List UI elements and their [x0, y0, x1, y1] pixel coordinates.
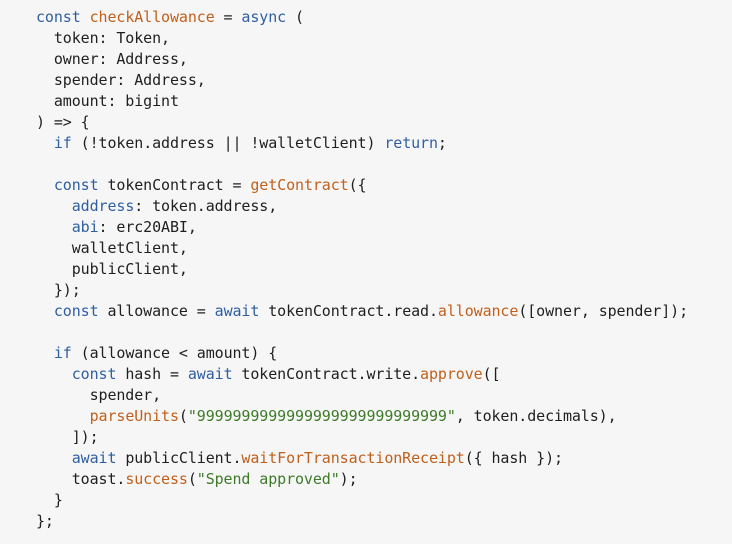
- code-token: ]);: [36, 428, 99, 446]
- code-line: ]);: [36, 427, 732, 448]
- code-token: );: [339, 470, 358, 488]
- code-token: }: [36, 491, 63, 509]
- code-line: }: [36, 490, 732, 511]
- code-token: approve: [420, 365, 483, 383]
- code-line: [36, 154, 732, 175]
- code-token: return: [384, 134, 438, 152]
- code-token: await: [187, 365, 233, 383]
- code-token: const: [71, 365, 117, 383]
- code-token: [36, 197, 72, 215]
- code-token: [36, 407, 90, 425]
- code-token: waitForTransactionReceipt: [241, 449, 465, 467]
- code-line: });: [36, 280, 732, 301]
- code-token: ) => {: [36, 113, 90, 131]
- code-token: (: [187, 470, 197, 488]
- code-token: ;: [437, 134, 447, 152]
- code-line: [36, 322, 732, 343]
- code-token: (!token.address || !walletClient): [71, 134, 385, 152]
- code-line: const allowance = await tokenContract.re…: [36, 301, 732, 322]
- code-token: allowance: [437, 302, 519, 320]
- code-line: parseUnits("9999999999999999999999999999…: [36, 406, 732, 427]
- code-token: walletClient,: [36, 239, 188, 257]
- code-line: if (!token.address || !walletClient) ret…: [36, 133, 732, 154]
- code-token: (: [178, 407, 188, 425]
- code-token: async: [241, 8, 287, 26]
- code-token: await: [214, 302, 260, 320]
- code-line: publicClient,: [36, 259, 732, 280]
- code-line: walletClient,: [36, 238, 732, 259]
- code-token: : token.address,: [134, 197, 278, 215]
- code-token: };: [36, 512, 54, 530]
- code-line: spender,: [36, 385, 732, 406]
- code-token: tokenContract =: [98, 176, 251, 194]
- code-line: abi: erc20ABI,: [36, 217, 732, 238]
- code-token: if: [53, 344, 72, 362]
- code-token: token: Token,: [36, 29, 170, 47]
- code-line: const tokenContract = getContract({: [36, 175, 732, 196]
- code-token: address: [71, 197, 135, 215]
- code-token: const: [53, 176, 99, 194]
- code-token: ([owner, spender]);: [518, 302, 688, 320]
- code-token: hash =: [116, 365, 188, 383]
- code-token: amount: bigint: [36, 92, 179, 110]
- code-line: spender: Address,: [36, 70, 732, 91]
- code-line: await publicClient.waitForTransactionRec…: [36, 448, 732, 469]
- code-token: [36, 134, 54, 152]
- code-token: , token.decimals),: [455, 407, 617, 425]
- code-token: "9999999999999999999999999999": [187, 407, 456, 425]
- code-line: address: token.address,: [36, 196, 732, 217]
- code-token: owner: Address,: [36, 50, 188, 68]
- code-line: amount: bigint: [36, 91, 732, 112]
- code-token: ([: [482, 365, 501, 383]
- code-token: tokenContract.read.: [259, 302, 438, 320]
- code-token: [36, 218, 72, 236]
- code-token: [36, 176, 54, 194]
- code-token: publicClient,: [36, 260, 188, 278]
- code-token: success: [125, 470, 188, 488]
- code-token: allowance =: [98, 302, 215, 320]
- code-line: toast.success("Spend approved");: [36, 469, 732, 490]
- code-token: publicClient.: [116, 449, 242, 467]
- code-line: token: Token,: [36, 28, 732, 49]
- code-line: ) => {: [36, 112, 732, 133]
- code-token: ({: [348, 176, 367, 194]
- code-token: : erc20ABI,: [98, 218, 197, 236]
- code-line: const checkAllowance = async (: [36, 7, 732, 28]
- code-token: (allowance < amount) {: [71, 344, 278, 362]
- code-token: parseUnits: [89, 407, 179, 425]
- code-line: if (allowance < amount) {: [36, 343, 732, 364]
- code-token: (: [286, 8, 304, 26]
- code-token: await: [71, 449, 117, 467]
- code-token: abi: [71, 218, 99, 236]
- code-token: const: [36, 8, 90, 26]
- code-token: [36, 449, 72, 467]
- code-line: owner: Address,: [36, 49, 732, 70]
- code-token: ({ hash });: [464, 449, 563, 467]
- code-token: spender: Address,: [36, 71, 206, 89]
- code-token: [36, 365, 72, 383]
- code-token: getContract: [250, 176, 349, 194]
- code-token: toast.: [36, 470, 126, 488]
- code-token: const: [53, 302, 99, 320]
- code-token: spender,: [36, 386, 162, 404]
- code-token: });: [36, 281, 81, 299]
- code-token: "Spend approved": [196, 470, 340, 488]
- code-line: const hash = await tokenContract.write.a…: [36, 364, 732, 385]
- code-token: =: [214, 8, 242, 26]
- code-token: [36, 302, 54, 320]
- code-token: tokenContract.write.: [232, 365, 421, 383]
- code-token: [36, 344, 54, 362]
- code-token: checkAllowance: [89, 8, 215, 26]
- code-line: };: [36, 511, 732, 532]
- code-token: if: [53, 134, 72, 152]
